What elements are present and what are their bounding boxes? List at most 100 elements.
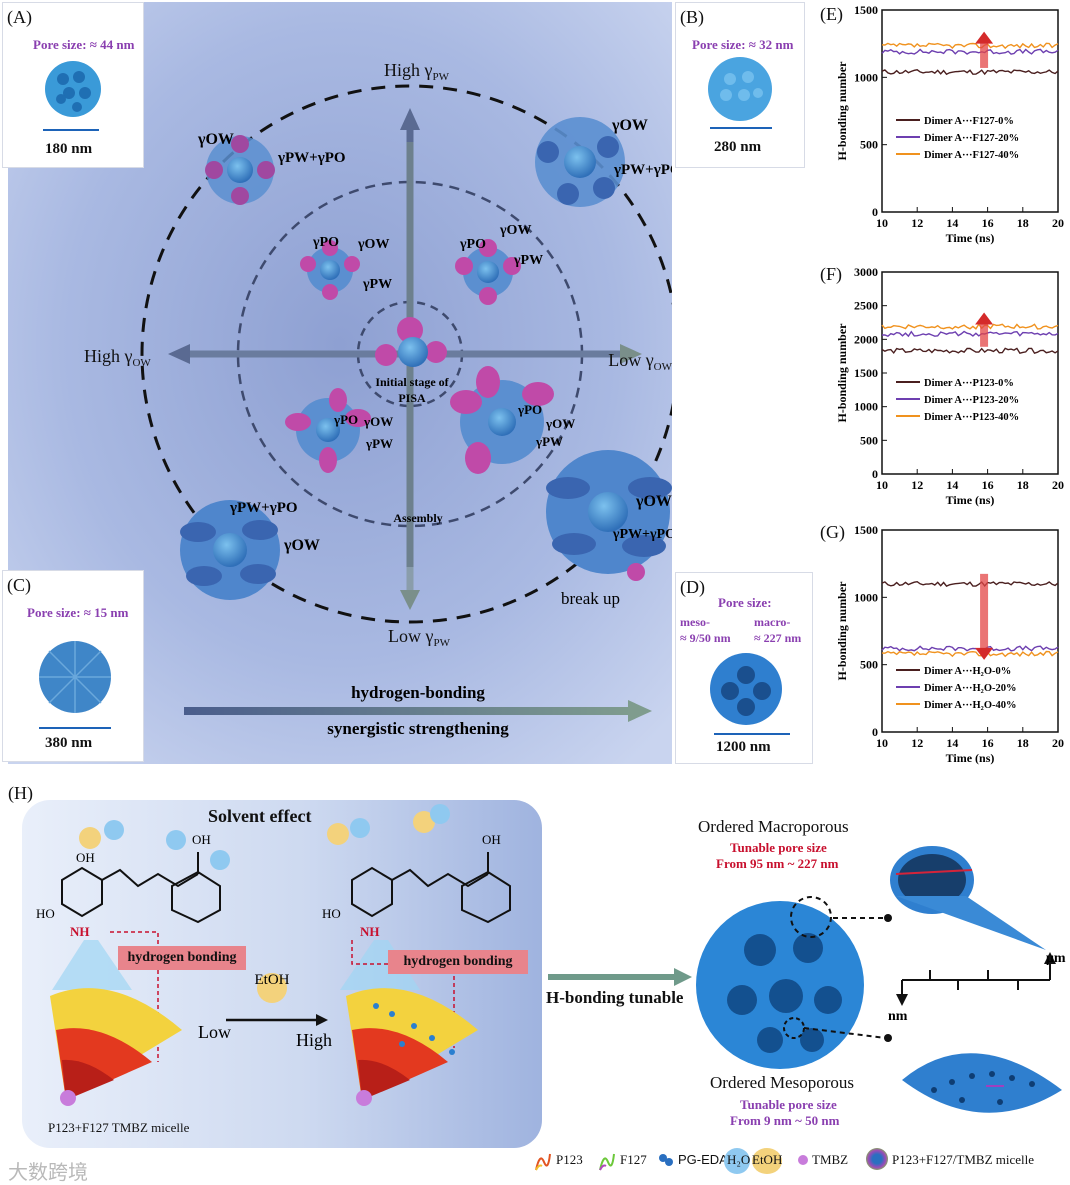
y-tick-label: 0 — [872, 725, 878, 739]
y-tick-label: 1000 — [854, 590, 878, 604]
svg-text:γPW: γPW — [535, 434, 563, 449]
svg-text:OH: OH — [76, 850, 95, 865]
svg-text:γOW: γOW — [611, 117, 648, 134]
particle-b-icon — [708, 57, 772, 121]
particle-a-icon — [45, 61, 101, 117]
series-line — [881, 69, 1059, 76]
micelle-bottom-right — [546, 450, 672, 581]
svg-text:γPW: γPW — [513, 253, 543, 268]
x-axis-label: Time (ns) — [946, 751, 995, 765]
panel-d-meso-value: ≈ 9/50 nm — [680, 631, 731, 645]
legend-f127: F127 — [620, 1152, 647, 1167]
legend-label: Dimer A···F127-40% — [924, 150, 1019, 161]
panel-h-letter: (H) — [8, 783, 33, 803]
x-tick-label: 14 — [946, 216, 958, 230]
svg-text:OH: OH — [192, 832, 211, 847]
legend-label: Dimer A···F127-20% — [924, 133, 1019, 144]
svg-text:Low γOW: Low γOW — [608, 350, 672, 373]
plot-frame — [881, 529, 1059, 733]
x-tick-label: 20 — [1052, 736, 1064, 750]
svg-text:Initial stage of: Initial stage of — [375, 375, 449, 389]
meso-tunable: Tunable pore size — [740, 1097, 837, 1112]
scale-bar-b — [710, 127, 772, 129]
svg-text:γPW+γPO: γPW+γPO — [229, 500, 298, 516]
legend-label: Dimer A···P123-20% — [924, 395, 1019, 406]
x-tick-label: 10 — [876, 478, 888, 492]
inset-c: (C) Pore size: ≈ 15 nm 380 nm — [2, 570, 144, 762]
solvent-effect-title: Solvent effect — [208, 806, 312, 826]
molecule-right-icon — [351, 852, 511, 924]
svg-text:hydrogen-bonding: hydrogen-bonding — [351, 683, 485, 702]
series-line — [881, 323, 1059, 330]
left-arrow-icon — [168, 344, 190, 364]
y-tick-label: 2000 — [854, 332, 878, 346]
series-line — [882, 330, 1059, 338]
y-axis-label: H-bonding number — [835, 61, 849, 161]
trend-arrow-shaft — [980, 573, 989, 650]
panel-c-letter: (C) — [7, 575, 31, 595]
micelle-mid-right — [455, 239, 521, 305]
svg-text:γOW: γOW — [283, 537, 320, 554]
macro-title: Ordered Macroporous — [698, 817, 849, 836]
x-tick-label: 16 — [982, 216, 994, 230]
legend-label: Dimer A···H₂O-40% — [924, 700, 1017, 711]
x-tick-label: 20 — [1052, 478, 1064, 492]
molecule-left-icon — [61, 852, 221, 924]
legend-micelle: P123+F127/TMBZ micelle — [892, 1152, 1035, 1167]
series-line — [881, 347, 1059, 355]
svg-text:OH: OH — [482, 832, 501, 847]
y-tick-label: 500 — [860, 433, 878, 447]
scale-bar-c — [39, 727, 111, 729]
panel-e-letter: (E) — [820, 4, 843, 24]
y-tick-label: 1500 — [854, 366, 878, 380]
panel-b-scale: 280 nm — [714, 139, 762, 155]
h2o-bubble-icon — [724, 1148, 750, 1174]
mesopore-fan-icon — [902, 1053, 1062, 1113]
legend-h2o: H₂O — [727, 1152, 751, 1167]
panel-c-scale: 380 nm — [45, 735, 93, 751]
x-tick-label: 10 — [876, 736, 888, 750]
x-tick-label: 16 — [982, 736, 994, 750]
h2o-bubble-icon — [104, 820, 124, 840]
y-tick-label: 3000 — [854, 265, 878, 279]
up-arrow-icon — [975, 312, 994, 325]
etoh-bubble-icon — [752, 1148, 782, 1174]
panel-a-scale: 180 nm — [45, 141, 93, 157]
svg-text:High: High — [296, 1030, 332, 1050]
solvent-effect-box: Solvent effect OH HO NH OH HO NH — [22, 800, 542, 1148]
down-arrow-icon — [400, 590, 420, 610]
x-tick-label: 12 — [911, 478, 923, 492]
h2o-bubble-icon — [166, 830, 186, 850]
svg-text:γPW+γPO: γPW+γPO — [613, 162, 672, 178]
series-line — [881, 645, 1059, 652]
watermark: 大数跨境 — [8, 1160, 88, 1184]
svg-text:HO: HO — [36, 906, 55, 921]
macro-range: From 95 nm ~ 227 nm — [716, 856, 839, 871]
y-tick-label: 1500 — [854, 523, 878, 537]
micelle-low-right — [450, 366, 554, 474]
inset-a: (A) Pore size: ≈ 44 nm 180 nm — [2, 2, 144, 168]
etoh-indicator-icon — [257, 973, 287, 1003]
legend-label: Dimer A···P123-0% — [924, 378, 1014, 389]
x-tick-label: 18 — [1017, 478, 1029, 492]
hbond-box-left: hydrogen bonding — [118, 946, 246, 970]
x-tick-label: 12 — [911, 216, 923, 230]
etoh-bubble-icon — [327, 823, 349, 845]
up-arrow-icon — [975, 31, 994, 44]
x-tick-label: 20 — [1052, 216, 1064, 230]
svg-text:break up: break up — [561, 589, 620, 608]
svg-text:γOW: γOW — [197, 131, 234, 148]
svg-text:γOW: γOW — [635, 493, 672, 510]
legend-tmbz: TMBZ — [812, 1152, 849, 1167]
macropore-cone-icon — [890, 846, 1046, 950]
svg-text:γOW: γOW — [545, 416, 575, 431]
meso-title: Ordered Mesoporous — [710, 1073, 854, 1092]
low-to-high-arrow-icon — [316, 1014, 328, 1026]
svg-text:EtOH: EtOH — [255, 972, 290, 988]
legend-label: Dimer A···P123-40% — [924, 412, 1019, 423]
svg-text:γPO: γPO — [312, 235, 339, 250]
initial-micelle — [375, 317, 447, 367]
svg-text:γOW: γOW — [499, 223, 531, 238]
